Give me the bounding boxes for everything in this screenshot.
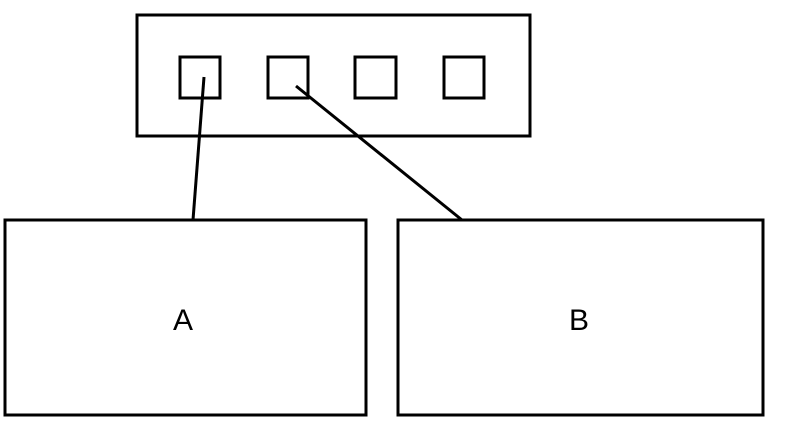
port-1 — [178, 55, 222, 100]
connector-b — [295, 84, 463, 222]
port-4 — [442, 55, 486, 100]
port-3 — [353, 55, 398, 100]
box-a — [3, 218, 368, 417]
box-a-label: A — [173, 304, 193, 337]
port-2 — [266, 55, 310, 100]
connector-a — [191, 76, 206, 221]
box-b-label: B — [569, 304, 589, 337]
box-b — [396, 218, 765, 417]
